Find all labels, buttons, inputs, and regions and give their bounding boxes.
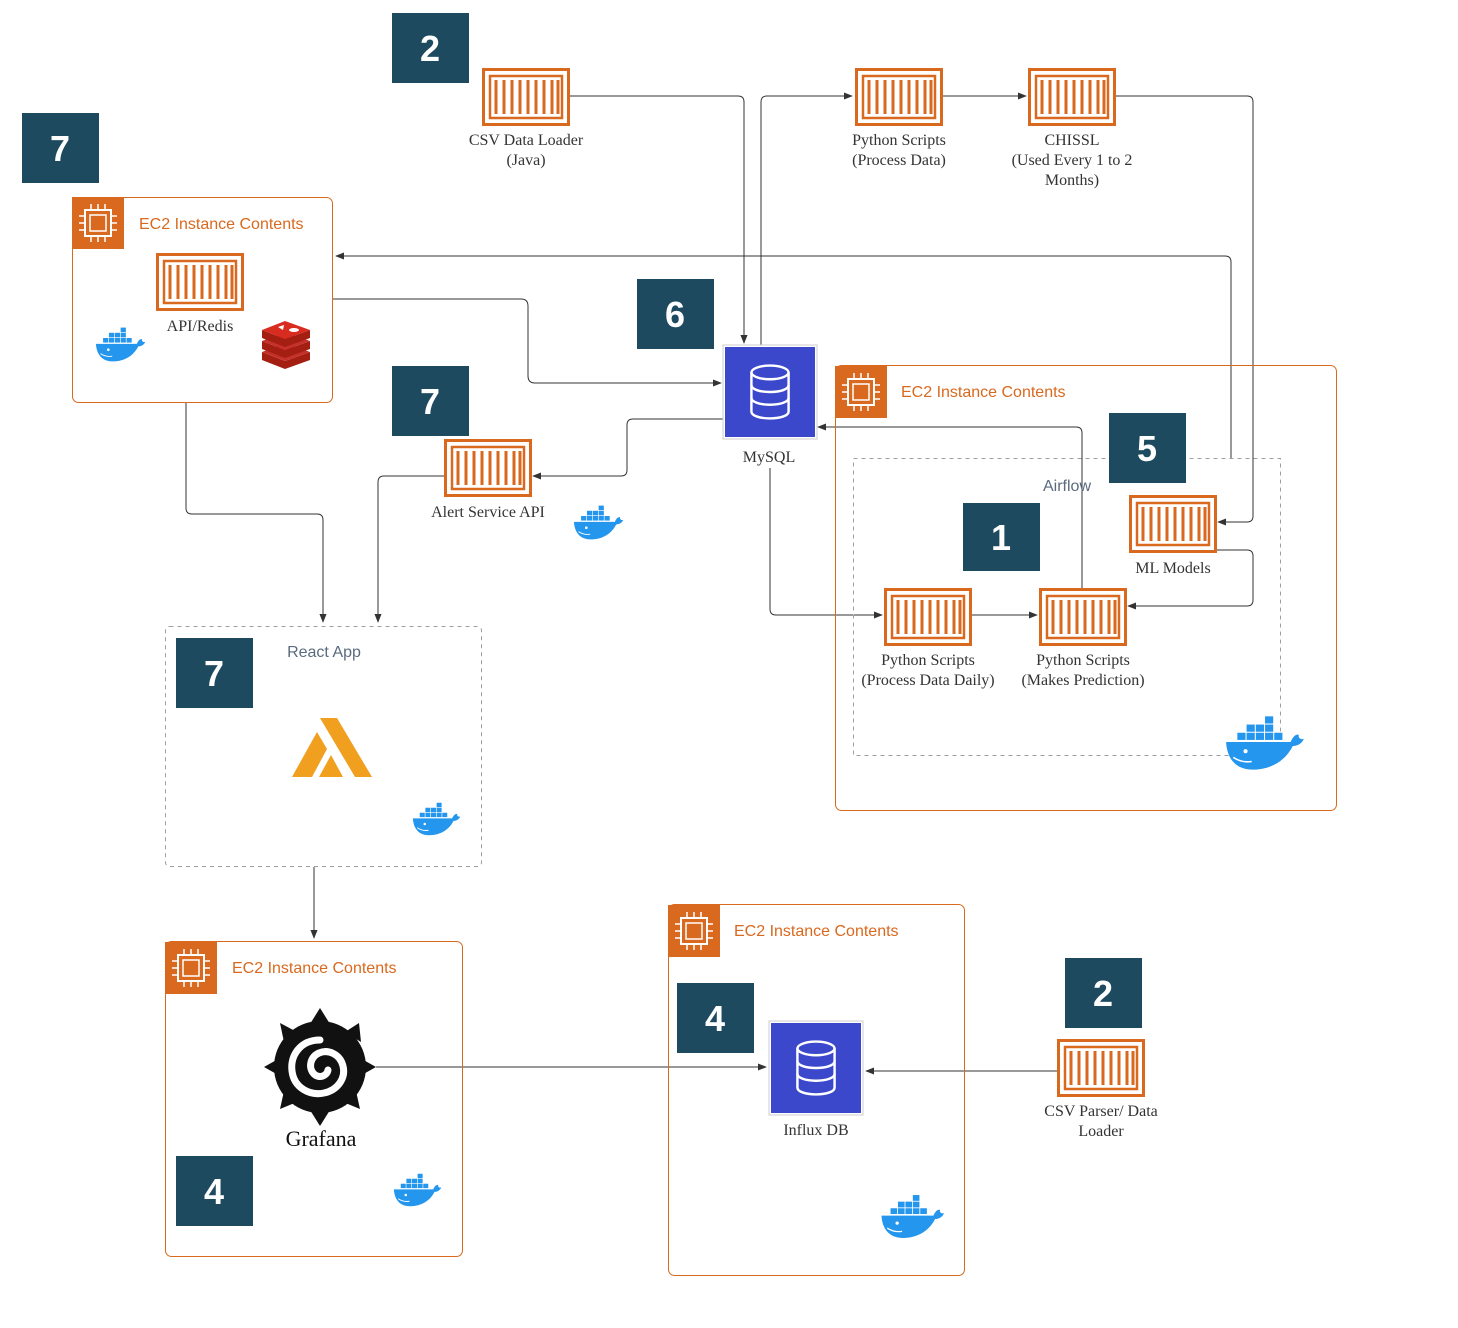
python-process-label-2: (Process Data) [852, 152, 946, 169]
redis-icon [262, 321, 310, 369]
chissl-label-3: Months) [1045, 172, 1099, 189]
ec2-title: EC2 Instance Contents [139, 216, 304, 233]
api-redis-label: API/Redis [167, 318, 234, 335]
badge-alert: 7 [392, 366, 469, 436]
edge-prediction-to-mysql [817, 423, 1083, 588]
badge-api-ec2: 7 [22, 113, 99, 183]
python-process-label-1: Python Scripts [852, 132, 946, 149]
ec2-title: EC2 Instance Contents [232, 960, 397, 977]
csv-parser-label-1: CSV Parser/ Data [1044, 1103, 1157, 1120]
database-icon [725, 347, 815, 437]
ec2-chip-icon [835, 366, 887, 418]
edge-alert-to-react [374, 475, 445, 623]
svg-text:7: 7 [204, 653, 224, 694]
docker-whale-icon [95, 327, 146, 362]
grafana-icon [264, 1008, 376, 1126]
svg-text:4: 4 [705, 998, 725, 1039]
container-icon [444, 439, 532, 497]
edge-csv-loader-to-mysql [570, 95, 748, 344]
docker-whale-icon [573, 505, 624, 540]
ec2-chip-icon [668, 905, 720, 957]
ec2-title: EC2 Instance Contents [901, 384, 1066, 401]
chissl-label-1: CHISSL [1044, 132, 1099, 149]
svg-text:6: 6 [665, 294, 685, 335]
python-daily-label-2: (Process Data Daily) [861, 672, 994, 689]
ec2-chip-icon [72, 197, 124, 249]
badges: 2 7 6 7 5 1 7 4 [22, 13, 1186, 1226]
container-icon [884, 588, 972, 646]
python-predict-node: Python Scripts (Makes Prediction) [1021, 588, 1145, 689]
docker-whale-icon [393, 1173, 442, 1207]
ec2-group-influx: EC2 Instance Contents Influx DB [668, 904, 965, 1276]
edge-mysql-to-python-process [760, 92, 853, 346]
docker-whale-icon [1225, 715, 1305, 771]
ec2-group-grafana: EC2 Instance Contents Grafana [165, 941, 463, 1257]
edge-api-to-react [185, 403, 327, 623]
container-icon [1039, 588, 1127, 646]
airflow-group [853, 458, 1281, 756]
amplify-icon [292, 718, 372, 777]
container-icon [1057, 1039, 1145, 1097]
ml-models-node: ML Models [1129, 495, 1217, 577]
svg-text:7: 7 [50, 128, 70, 169]
connectors [185, 92, 1254, 1075]
badge-csv-parser: 2 [1065, 958, 1142, 1028]
edge-mysql-to-alert [532, 418, 723, 480]
mysql-label: MySQL [743, 449, 795, 466]
influx-db-label: Influx DB [783, 1122, 848, 1139]
alert-service-node: Alert Service API [431, 439, 624, 540]
container-icon [855, 68, 943, 126]
docker-whale-icon [412, 802, 461, 836]
csv-loader-label-2: (Java) [506, 152, 545, 169]
edge-mysql-to-python-daily [769, 468, 883, 619]
database-icon [771, 1023, 861, 1113]
badge-csv-loader: 2 [392, 13, 469, 83]
mysql-node: MySQL [722, 344, 818, 466]
ec2-chip-icon [165, 942, 217, 994]
ec2-group-api: EC2 Instance Contents API/Redis [72, 197, 333, 403]
container-icon [1129, 495, 1217, 553]
svg-text:1: 1 [991, 517, 1011, 558]
svg-text:2: 2 [420, 28, 440, 69]
csv-parser-node: CSV Parser/ Data Loader [1044, 1039, 1158, 1140]
container-icon [156, 253, 244, 311]
svg-text:4: 4 [204, 1171, 224, 1212]
python-predict-label-1: Python Scripts [1036, 652, 1130, 669]
chissl-node: CHISSL (Used Every 1 to 2 Months) [1012, 68, 1133, 189]
react-app-group: React App [165, 626, 482, 867]
python-daily-node: Python Scripts (Process Data Daily) [861, 588, 995, 689]
react-app-title: React App [287, 644, 361, 661]
python-daily-label-1: Python Scripts [881, 652, 975, 669]
svg-text:2: 2 [1093, 973, 1113, 1014]
badge-react: 7 [176, 638, 253, 708]
grafana-label: Grafana [286, 1126, 357, 1151]
container-icon [1028, 68, 1116, 126]
badge-prediction: 1 [963, 503, 1040, 571]
python-process-node: Python Scripts (Process Data) [852, 68, 946, 169]
alert-service-label: Alert Service API [431, 504, 545, 521]
badge-influx: 4 [677, 983, 754, 1053]
airflow-title: Airflow [1043, 478, 1091, 495]
svg-text:5: 5 [1137, 428, 1157, 469]
ml-models-label: ML Models [1135, 560, 1210, 577]
edge-chissl-to-ml-models [1116, 95, 1254, 526]
python-predict-label-2: (Makes Prediction) [1021, 672, 1144, 689]
svg-text:7: 7 [420, 381, 440, 422]
csv-loader-node: CSV Data Loader (Java) [469, 68, 584, 169]
edge-ml-models-to-prediction [1127, 549, 1254, 610]
badge-grafana: 4 [176, 1156, 253, 1226]
docker-whale-icon [880, 1194, 945, 1239]
csv-loader-label-1: CSV Data Loader [469, 132, 584, 149]
csv-parser-label-2: Loader [1078, 1123, 1124, 1140]
ec2-title: EC2 Instance Contents [734, 923, 899, 940]
chissl-label-2: (Used Every 1 to 2 [1012, 152, 1133, 169]
badge-mysql: 6 [637, 279, 714, 349]
badge-ml-models: 5 [1109, 413, 1186, 483]
edge-api-to-mysql [333, 298, 722, 387]
edge-airflow-to-api [335, 252, 1232, 458]
container-icon [482, 68, 570, 126]
